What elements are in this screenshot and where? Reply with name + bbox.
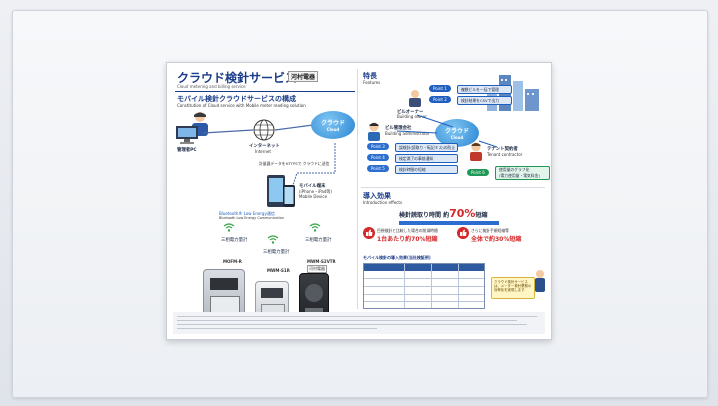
effect2-value: 全体で約30%短縮 <box>471 236 522 243</box>
manager-person-icon <box>368 122 380 141</box>
effect2-title: さらに検針手順短縮等 <box>471 228 509 233</box>
maker-logo: 河村電器 <box>288 71 319 82</box>
manager-label: ビル管理会社 <box>385 126 412 131</box>
owner-person-icon <box>409 90 421 107</box>
point3-text: 誤検針(読取り・転記ミス)の防止 <box>395 143 458 152</box>
admin-pc-icon <box>176 126 198 144</box>
section-subtitle: Constitution of Cloud service with Mobil… <box>177 103 306 108</box>
poster-title: クラウド検針サービス <box>177 71 298 85</box>
owner-label: ビルオーナー <box>397 110 424 115</box>
cloud-label: クラウド <box>320 120 345 127</box>
column-divider <box>357 69 358 309</box>
footnote-area <box>173 312 545 334</box>
features-title: 特長 <box>363 72 377 80</box>
point3-badge: Point 3 <box>367 143 389 150</box>
section-title: モバイル検針クラウドサービスの構成 <box>177 95 296 103</box>
meter3-maker: 河村電器 <box>307 265 327 273</box>
wireless-icon <box>267 235 279 244</box>
internet-label: インターネット <box>249 144 280 149</box>
presenter-person-icon <box>535 270 545 292</box>
mobile-label: モバイル端末 <box>299 184 326 189</box>
effects-table <box>363 263 485 309</box>
connection-lines <box>202 124 336 204</box>
mobile-device-icon <box>267 175 295 207</box>
meter3-name: 三相電力量計 <box>305 238 332 243</box>
thumbs-up-icon <box>457 227 469 239</box>
tenant-label-en: Tenant contractor <box>487 152 523 157</box>
meter1-name: 三相電力量計 <box>221 238 248 243</box>
right-cloud-label: クラウド <box>444 128 469 135</box>
internet-label-en: Internet <box>255 149 271 154</box>
headline-prefix: 検針読取り時間 約 <box>399 212 450 219</box>
memo-text: クラウド検針サービスは、メーター検針業務の効率化を実現します <box>494 280 532 292</box>
right-cloud-label-en: Cloud <box>450 135 464 140</box>
meter3-model: MWM-S2VTR <box>307 259 336 264</box>
mobile-sub: (iPhone・iPad等) <box>299 189 332 194</box>
cloud-label-en: Cloud <box>326 127 340 132</box>
point6-badge: Point 6 <box>467 169 489 176</box>
point1-badge: Point 1 <box>429 85 451 92</box>
effects-title: 導入効果 <box>363 192 391 200</box>
point6-text: 使用量のグラフ化 <box>499 167 530 172</box>
point2-badge: Point 2 <box>429 96 451 103</box>
point2-text: 検針結果をCSVで出力 <box>457 96 512 105</box>
flow-arrows <box>396 114 498 148</box>
transfer-note: 計量器データをHTTPSで クラウドに送信 <box>259 161 330 166</box>
admin-pc-label: 管理者PC <box>177 148 197 153</box>
point6-box: 使用量のグラフ化 (電力使用量・電気料金) <box>495 166 550 180</box>
point5-badge: Point 5 <box>367 165 389 172</box>
wireless-icon <box>223 223 235 232</box>
headline-suffix: 短縮 <box>475 212 488 219</box>
effect1-value: 1台あたり約70%短縮 <box>377 236 438 243</box>
wireless-icon <box>309 223 321 232</box>
thumbs-up-icon <box>363 227 375 239</box>
point4-text: 検定満了の事前通知 <box>395 154 458 163</box>
features-title-en: Features <box>363 80 381 85</box>
effects-title-en: Introduction effects <box>363 200 403 205</box>
effect1-title: 目視検針と比較した場合の削減時間 <box>377 228 438 233</box>
manager-label-en: Building administrator <box>385 131 430 136</box>
tenant-label: テナント契約者 <box>487 147 518 152</box>
table-header-row <box>364 264 484 271</box>
effects-headline: 検針読取り時間 約70%短縮 <box>399 207 487 220</box>
owner-label-en: Building owner <box>397 114 427 119</box>
meter2-name: 三相電力量計 <box>263 250 290 255</box>
point4-badge: Point 4 <box>367 154 389 161</box>
memo-note: クラウド検針サービスは、メーター検針業務の効率化を実現します <box>491 277 535 299</box>
poster-subtitle: Cloud metering and billing service <box>177 84 246 89</box>
bluetooth-label: Bluetooth® Low Energy通信 <box>219 211 275 216</box>
poster: クラウド検針サービス Cloud metering and billing se… <box>166 62 552 340</box>
mobile-label-en: Mobile Device <box>299 194 328 199</box>
point6-subtext: (電力使用量・電気料金) <box>499 173 540 178</box>
headline-percent: 70% <box>449 207 476 220</box>
bluetooth-label-en: Bluetooth Low Energy Communication <box>219 216 284 220</box>
meter1-model: MOFM-R <box>223 259 242 264</box>
point5-text: 検針時間の短縮 <box>395 165 458 174</box>
headline-underline <box>399 221 499 225</box>
meter2-model: MWM-S1R <box>267 268 290 273</box>
cloud-icon: クラウド Cloud <box>311 111 355 139</box>
table-title: モバイル検針の導入効果(当社検証例) <box>363 255 431 260</box>
globe-icon <box>253 119 275 141</box>
tenant-person-icon <box>470 142 482 161</box>
effects-divider <box>361 187 545 188</box>
point1-text: 複数ビルを一括で管理 <box>457 85 512 94</box>
title-rule <box>175 91 355 92</box>
